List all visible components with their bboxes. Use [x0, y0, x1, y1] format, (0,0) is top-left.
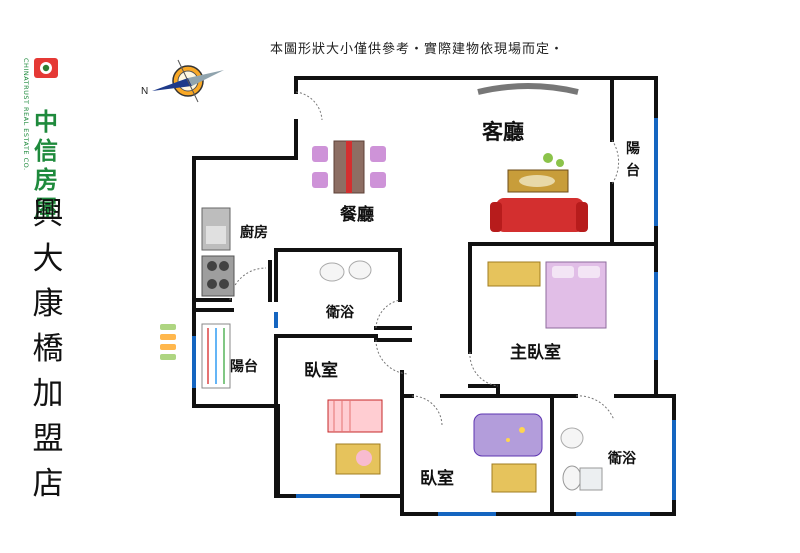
room-label-balcony-left: 陽台 — [230, 359, 258, 375]
sink-icon — [201, 207, 231, 251]
tv-stand — [477, 83, 579, 95]
brand-logo-icon — [34, 58, 58, 78]
room-label-bathroom-2: 衛浴 — [608, 451, 636, 467]
toilet-icon — [562, 465, 603, 491]
windows — [192, 118, 676, 516]
room-label-bedroom-1: 臥室 — [304, 361, 338, 381]
compass-north-label: N — [141, 86, 148, 97]
plant-icon — [543, 153, 564, 167]
desk-1 — [335, 443, 381, 475]
stove-icon — [201, 255, 235, 297]
room-label-bedroom-2: 臥室 — [420, 469, 454, 489]
bed-2 — [473, 413, 543, 457]
room-label-living-room: 客廳 — [482, 120, 524, 144]
bed-1 — [327, 399, 383, 433]
washbasin-2-icon — [560, 427, 584, 449]
room-label-dining-room: 餐廳 — [340, 205, 374, 225]
brand-name: 中信房屋 — [34, 108, 58, 223]
disclaimer-note: 本圖形狀大小僅供參考・實際建物依現場而定・ — [270, 42, 565, 57]
room-label-kitchen: 廚房 — [240, 225, 268, 241]
washbasin-icon — [319, 260, 372, 282]
laundry-rack-icon — [201, 323, 231, 389]
desk-2 — [491, 463, 537, 493]
sofa — [490, 198, 588, 232]
room-label-master-bedroom: 主臥室 — [510, 343, 561, 363]
brand-english-name: CHINATRUST REAL ESTATE CO. — [22, 58, 30, 171]
room-label-balcony-right: 陽台 — [626, 141, 640, 179]
desk — [487, 261, 541, 287]
coffee-table — [507, 169, 569, 193]
compass-icon: N — [141, 59, 224, 103]
door-swings — [229, 91, 620, 427]
room-label-bathroom-1: 衛浴 — [326, 305, 354, 321]
master-bed — [545, 261, 607, 329]
store-name: 興大康橋加盟店 — [32, 196, 64, 502]
dining-table — [312, 140, 386, 194]
shoe-rack-icon — [160, 324, 176, 360]
